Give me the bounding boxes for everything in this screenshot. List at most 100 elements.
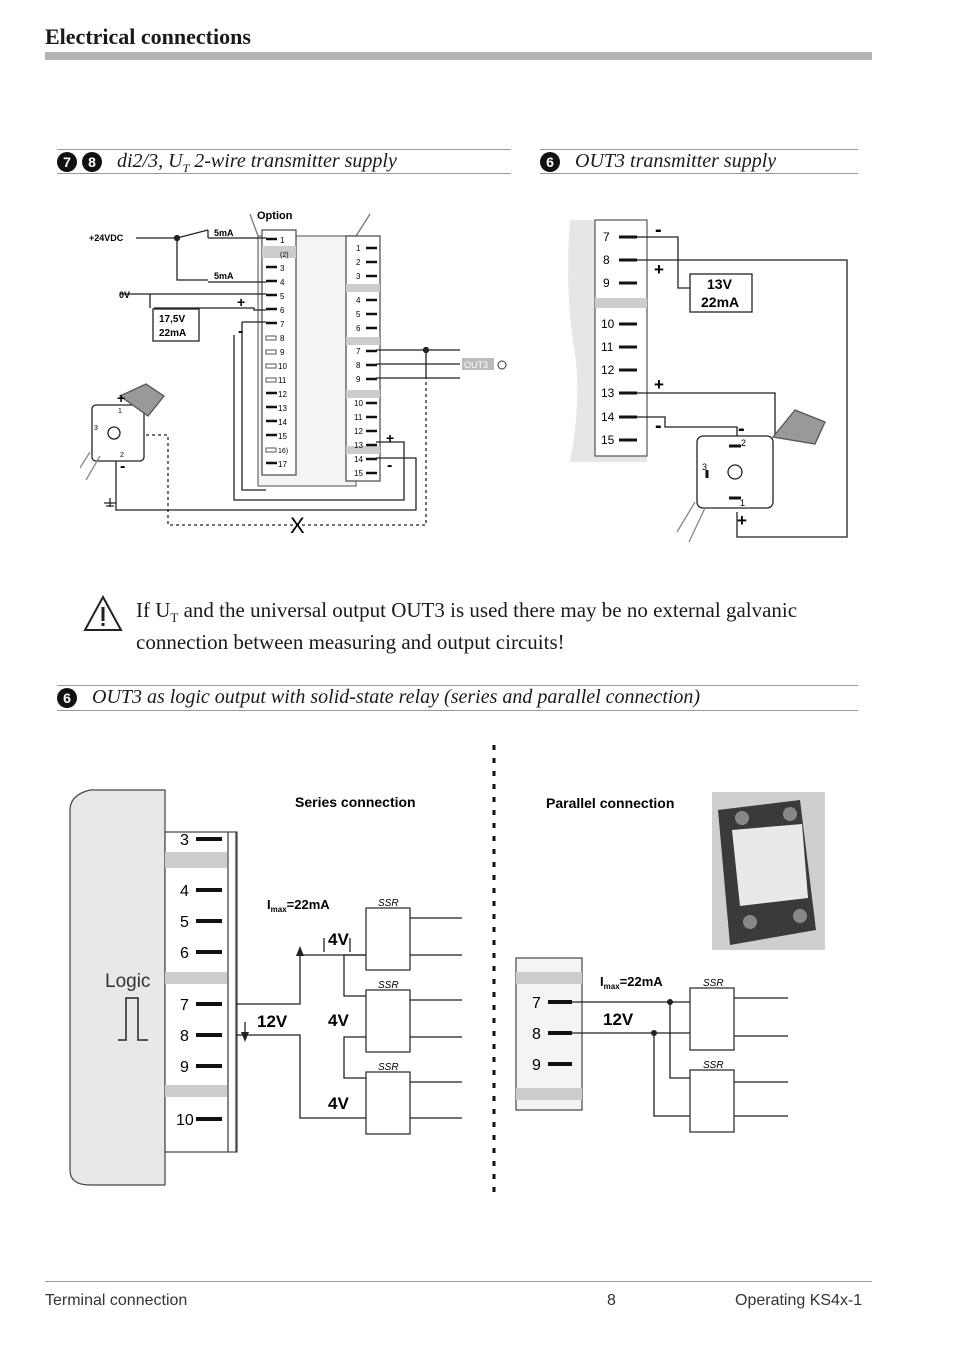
minus-sign: - <box>655 415 662 437</box>
terminal-16: 16) <box>278 448 288 455</box>
terminal-9: 9 <box>603 276 610 290</box>
terminal-9: 9 <box>280 348 285 357</box>
warning-text-rest: and the universal output OUT3 is used th… <box>136 598 798 655</box>
plus-sign: + <box>237 294 245 310</box>
terminal-r10: 10 <box>354 399 363 408</box>
terminal-10: 10 <box>176 1112 194 1129</box>
section-number-badge: 6 <box>57 688 77 708</box>
minus-sign: - <box>387 457 392 474</box>
sensor-pin-2: 2 <box>120 452 124 459</box>
plus-sign: + <box>654 260 664 279</box>
device-terminals-right: 1 2 3 4 5 6 7 8 9 10 11 12 13 14 15 <box>354 244 363 478</box>
device-terminals-left: 1 (2) 3 4 5 6 7 8 9 10 11 12 13 14 15 16… <box>278 236 289 469</box>
ssr-label: SSR <box>378 980 399 991</box>
section-heading-text: di2/3, U <box>117 150 183 172</box>
plus-sign: + <box>737 511 747 530</box>
footer-document: Operating KS4x-1 <box>735 1292 863 1309</box>
minus-sign: - <box>120 458 125 475</box>
terminal-13: 13 <box>278 404 287 413</box>
terminal-8: 8 <box>603 253 610 267</box>
heading-rule <box>540 173 858 174</box>
terminal-r15: 15 <box>354 469 363 478</box>
ssr-photo <box>712 792 825 950</box>
terminal-7: 7 <box>603 230 610 244</box>
sensor-pin-3: 3 <box>702 462 707 472</box>
footer-section: Terminal connection <box>45 1292 188 1309</box>
imax-value: =22mA <box>287 897 331 912</box>
terminal-3: 3 <box>280 264 285 273</box>
terminal-8: 8 <box>180 1028 189 1045</box>
warning-icon <box>83 594 123 631</box>
ssr-module <box>365 989 411 1053</box>
terminal-4: 4 <box>180 883 189 900</box>
imax-subscript: max <box>604 982 621 991</box>
device-terminals: 7 8 9 10 11 12 13 14 15 <box>601 230 615 447</box>
terminal-15: 15 <box>601 433 615 447</box>
section-heading-text: OUT3 transmitter supply <box>575 150 777 172</box>
ssr-module <box>365 1071 411 1135</box>
terminal-10: 10 <box>601 317 615 331</box>
supply-box <box>152 308 200 342</box>
voltage-4v-label: 4V <box>328 930 349 949</box>
voltage-12v-label: 12V <box>257 1012 288 1031</box>
output-arrow-icon <box>497 360 507 370</box>
transmitter-supply-diagram: 1 (2) 3 4 5 6 7 8 9 10 11 12 13 14 15 16… <box>80 210 507 538</box>
section-number-badge: 6 <box>540 152 560 172</box>
terminal-7: 7 <box>532 995 541 1012</box>
terminal-r6: 6 <box>356 324 361 333</box>
current-label-2: 5mA <box>214 271 234 281</box>
out3-label: OUT3 <box>464 360 488 370</box>
terminal-5: 5 <box>280 292 285 301</box>
terminal-7: 7 <box>280 320 285 329</box>
section-heading-logic-output: 6 OUT3 as logic output with solid-state … <box>57 686 700 709</box>
current-limit-label: Imax=22mA <box>267 897 330 914</box>
terminal-r12: 12 <box>354 427 363 436</box>
voltage-12v-label: 12V <box>603 1010 634 1029</box>
option-label: Option <box>257 210 293 222</box>
section-heading-text: OUT3 as logic output with solid-state re… <box>92 686 701 708</box>
terminal-r8: 8 <box>356 361 361 370</box>
terminal-r2: 2 <box>356 258 361 267</box>
terminal-1: 1 <box>280 236 285 245</box>
sensor-pin-1: 1 <box>740 498 745 508</box>
ssr-module <box>689 987 735 1051</box>
plus-sign: + <box>654 375 664 394</box>
section-number-badge: 8 <box>82 152 102 172</box>
sensor-pin-1: 1 <box>118 408 122 415</box>
terminal-r5: 5 <box>356 310 361 319</box>
series-terminals: 3 4 5 6 7 8 9 10 <box>176 832 194 1129</box>
terminal-r3: 3 <box>356 272 361 281</box>
ssr-module <box>365 907 411 971</box>
terminal-15: 15 <box>278 432 287 441</box>
footer-divider <box>45 1281 872 1282</box>
terminal-r4: 4 <box>356 296 361 305</box>
terminal-3: 3 <box>180 832 189 849</box>
supply-label: +24VDC <box>89 233 124 243</box>
warning-text: If UT and the universal output OUT3 is u… <box>136 598 876 655</box>
title-divider <box>45 52 872 60</box>
ssr-label: SSR <box>378 898 399 909</box>
ssr-logic-diagram: Logic 3 4 5 6 7 8 9 10 Series connection… <box>69 745 825 1195</box>
terminal-5: 5 <box>180 914 189 931</box>
current-limit-label: Imax=22mA <box>600 974 663 991</box>
logic-label: Logic <box>105 971 150 992</box>
ssr-label: SSR <box>378 1062 399 1073</box>
terminal-r13: 13 <box>354 441 363 450</box>
terminal-r9: 9 <box>356 375 361 384</box>
page-title: Electrical connections <box>45 24 251 49</box>
ssr-label: SSR <box>703 978 724 989</box>
out3-supply-diagram: 7 8 9 10 11 12 13 14 15 13V 22mA - + + -… <box>568 219 848 543</box>
warning-text-start: If U <box>136 598 171 622</box>
imax-symbol: I <box>267 897 271 912</box>
section-heading-transmitter-supply: 7 8 di2/3, UT 2-wire transmitter supply <box>57 150 397 176</box>
terminal-r7: 7 <box>356 347 361 356</box>
terminal-9: 9 <box>180 1059 189 1076</box>
series-connection-label: Series connection <box>295 794 416 810</box>
terminal-6: 6 <box>280 306 285 315</box>
supply-box <box>689 273 753 313</box>
heading-subscript: T <box>182 161 190 175</box>
terminal-14: 14 <box>278 418 287 427</box>
imax-symbol: I <box>600 974 604 989</box>
heading-rule <box>57 685 858 686</box>
terminal-13: 13 <box>601 386 615 400</box>
